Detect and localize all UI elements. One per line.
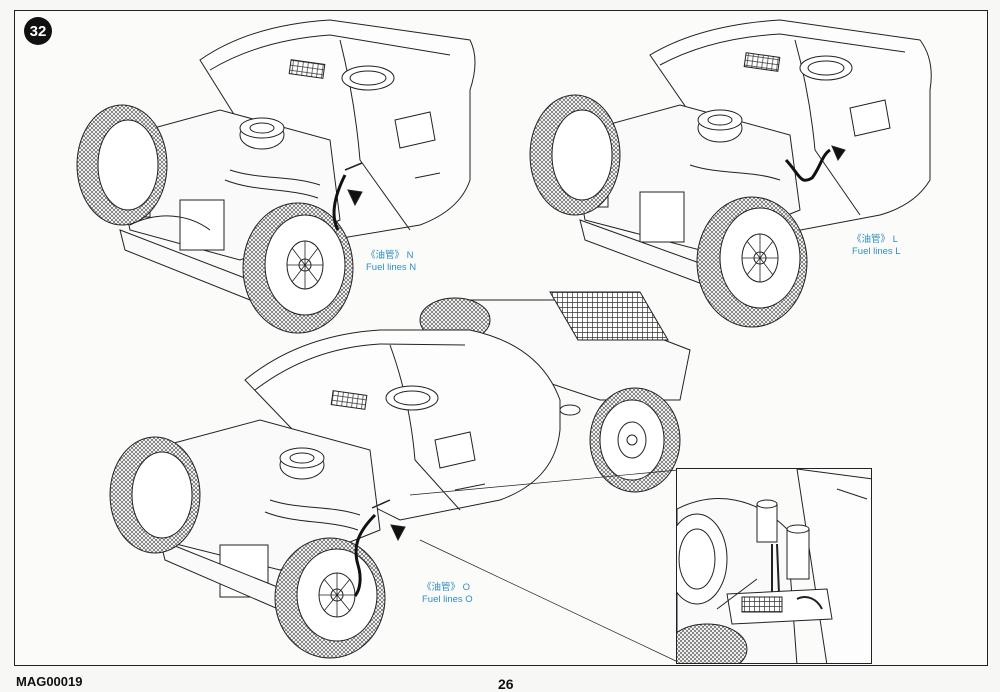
callout-l-english: Fuel lines L bbox=[852, 246, 901, 257]
callout-o-english: Fuel lines O bbox=[422, 594, 473, 605]
page-number: 26 bbox=[498, 676, 514, 692]
detail-inset bbox=[676, 468, 872, 664]
callout-fuel-lines-l: 《油管》 L Fuel lines L bbox=[852, 234, 901, 258]
callout-n-chinese: 《油管》 N bbox=[366, 250, 414, 261]
detail-inset-drawing bbox=[677, 469, 871, 663]
car-view-top-right bbox=[529, 19, 932, 328]
callout-l-chinese: 《油管》 L bbox=[852, 234, 898, 245]
step-number-badge: 32 bbox=[24, 17, 52, 45]
callout-fuel-lines-o: 《油管》 O Fuel lines O bbox=[422, 582, 473, 606]
footer-product-code: MAG00019 bbox=[16, 674, 83, 689]
car-view-top-left bbox=[76, 19, 476, 334]
callout-fuel-lines-n: 《油管》 N Fuel lines N bbox=[366, 250, 416, 274]
callout-n-english: Fuel lines N bbox=[366, 262, 417, 273]
car-view-main bbox=[109, 291, 691, 663]
callout-o-chinese: 《油管》 O bbox=[422, 582, 471, 593]
